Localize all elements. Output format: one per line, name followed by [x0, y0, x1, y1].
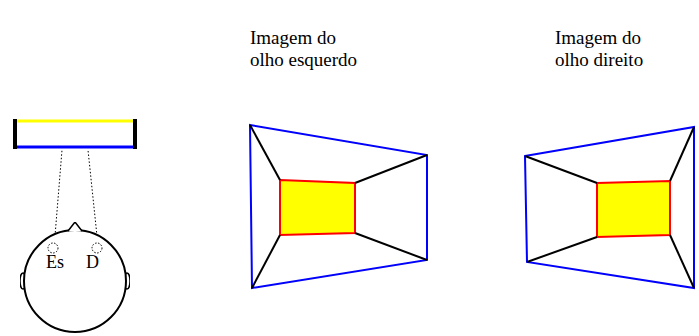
sight-lines: [55, 150, 97, 236]
head: Es D: [20, 222, 130, 336]
left-eye-image: [250, 125, 427, 288]
eye-label: Es: [46, 252, 64, 272]
image-caption: Imagem do olho esquerdo: [250, 27, 371, 71]
object-bar: [15, 119, 135, 149]
eye-label: D: [86, 252, 99, 272]
head-outline: [20, 222, 130, 336]
image-caption: Imagem do olho direito: [555, 27, 676, 71]
right-eye-image: [525, 127, 694, 288]
